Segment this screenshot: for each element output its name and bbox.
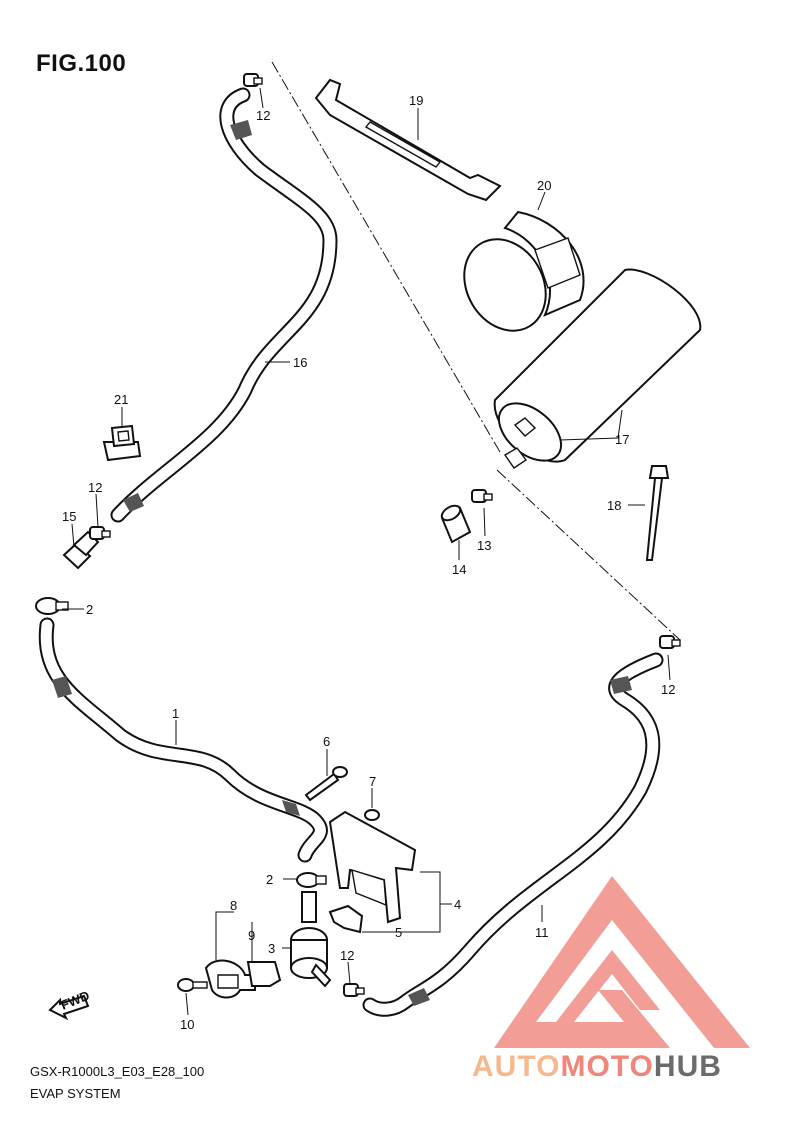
watermark-text-auto: AUTO (472, 1050, 561, 1083)
valve-3 (290, 891, 332, 988)
callout-11: 11 (535, 925, 549, 940)
bracket-5 (328, 904, 364, 934)
hose-18-end-hatch-lower (123, 493, 144, 512)
callout-8: 8 (230, 898, 237, 913)
fwd-arrow-icon: FWD (48, 988, 92, 1021)
callout-10: 10 (180, 1017, 194, 1032)
callout-5: 5 (395, 925, 402, 940)
callout-19: 13 (477, 538, 491, 553)
callout-12-left: 12 (88, 480, 102, 495)
callout-2-top: 2 (86, 602, 93, 617)
hose-11-upper-hatch (610, 676, 632, 694)
tie-20 (645, 465, 670, 561)
callout-9: 9 (248, 928, 255, 943)
watermark-text-hub: HUB (653, 1050, 722, 1083)
rubber-9 (246, 961, 282, 987)
pin-6 (304, 766, 348, 802)
washer-7 (364, 809, 380, 821)
hose-1 (38, 617, 328, 863)
callout-12-right: 12 (661, 682, 675, 697)
hose-1-end-hatch (52, 676, 72, 698)
callout-14: 17 (615, 432, 629, 447)
callout-1: 1 (172, 706, 179, 721)
callout-13: 15 (62, 509, 76, 524)
bracket-4 (328, 810, 417, 924)
callout-21: 21 (114, 392, 128, 407)
watermark-text: AUTOMOTOHUB (472, 1050, 722, 1084)
leader-lines (62, 87, 671, 1016)
watermark-logo-icon (494, 876, 750, 1048)
callout-4: 4 (454, 897, 461, 912)
hose-11 (362, 652, 664, 1017)
clamp-12-right (659, 635, 681, 649)
callout-20: 18 (607, 498, 621, 513)
hose-1-mid-hatch (282, 800, 300, 816)
hose-18-end-hatch (230, 120, 252, 140)
callout-7: 7 (369, 774, 376, 789)
cushion-16 (463, 210, 585, 332)
section-name: EVAP SYSTEM (30, 1086, 121, 1101)
routing-line-upper (271, 61, 501, 453)
model-code: GSX-R1000L3_E03_E28_100 (30, 1064, 205, 1079)
canister-14 (493, 268, 702, 469)
callout-2-middle: 2 (266, 872, 273, 887)
callout-16: 20 (537, 178, 551, 193)
clamp-12-top (243, 73, 263, 87)
hose-11-lower-hatch (408, 988, 430, 1006)
callout-12-top: 12 (256, 108, 270, 123)
strap-15 (314, 78, 502, 202)
callout-17: 14 (452, 562, 466, 577)
callout-3: 3 (268, 941, 275, 956)
callout-18: 16 (293, 355, 307, 370)
clamp-2-top (35, 597, 69, 615)
hose-18 (110, 87, 338, 523)
holder-8 (204, 959, 256, 999)
figure-title: FIG.100 (36, 50, 127, 77)
watermark-text-moto: MOTO (560, 1050, 654, 1083)
screw-10 (177, 978, 208, 992)
callout-15: 19 (409, 93, 423, 108)
clamp-2-middle (296, 872, 327, 888)
clip-21 (102, 424, 142, 462)
routing-line-lower (496, 469, 681, 641)
clamp-12-bottom (343, 983, 365, 997)
clamp-12-left (89, 526, 111, 540)
callout-12-bottom: 12 (340, 948, 354, 963)
clamp-19 (471, 489, 493, 503)
callout-6: 6 (323, 734, 330, 749)
hose-17 (440, 504, 472, 544)
